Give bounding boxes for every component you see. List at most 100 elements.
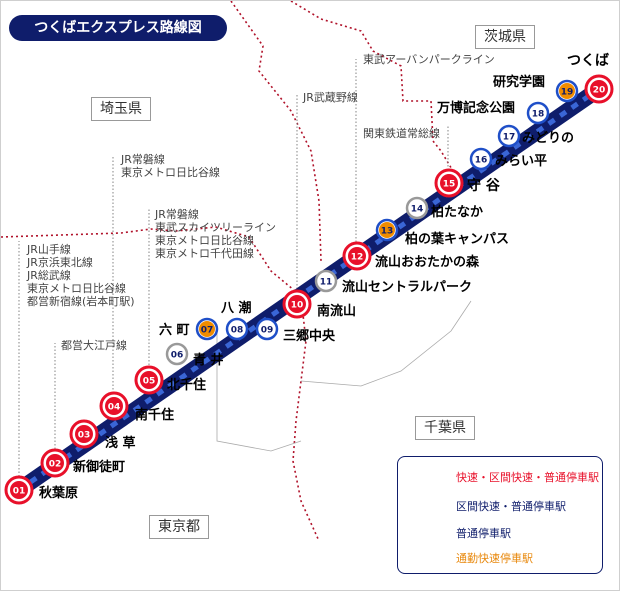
station-name-minamisenju[interactable]: 南千住 [135, 408, 175, 423]
transfer-line: 都営大江戸線 [61, 339, 127, 352]
station-marker-13[interactable]: 13 [375, 218, 399, 242]
station-ring [497, 124, 521, 148]
station-dot [105, 397, 123, 415]
administrative-borders [216, 300, 472, 452]
station-marker-05[interactable]: 05 [134, 365, 164, 395]
map-title: つくばエクスプレス路線図 [9, 15, 227, 41]
station-marker-02[interactable]: 02 [40, 448, 70, 478]
tx-line-dash [17, 86, 601, 493]
transfer-line: 都営新宿線(岩本町駅) [27, 295, 135, 308]
station-ring [225, 317, 249, 341]
station-name-moriya[interactable]: 守 谷 [467, 178, 500, 194]
station-number: 12 [351, 253, 364, 263]
station-marker-19[interactable]: 19 [555, 79, 579, 103]
station-name-asakusa[interactable]: 浅 草 [105, 436, 136, 451]
station-name-kenkyugakuen[interactable]: 研究学園 [493, 75, 546, 90]
station-marker-08[interactable]: 08 [225, 317, 249, 341]
station-name-yashio[interactable]: 八 潮 [221, 301, 252, 316]
transfer-line: 東京メトロ千代田線 [155, 247, 254, 260]
transfer-line: 東京メトロ日比谷線 [27, 282, 126, 295]
transfer-list-nagareyamaotakanomori: 東武アーバンパークライン [363, 53, 495, 66]
prefecture-boundaries [1, 1, 457, 542]
station-ring [314, 269, 338, 293]
border-tokyo-east [216, 331, 302, 452]
station-ring [165, 342, 189, 366]
boundary-ibaraki [290, 1, 457, 177]
station-dot [440, 174, 458, 192]
station-marker-06[interactable]: 06 [165, 342, 189, 366]
legend-row-commuter: 通勤快速停車駅 [408, 546, 598, 568]
transfer-line: JR常磐線 [155, 208, 199, 221]
station-number: 16 [475, 156, 488, 166]
station-marker-11[interactable]: 11 [314, 269, 338, 293]
station-marker-14[interactable]: 14 [405, 196, 429, 220]
legend-row-local: 普通停車駅 [408, 521, 598, 543]
station-name-kashiwatanaka[interactable]: 柏たなか [431, 205, 484, 220]
station-dot [199, 321, 215, 337]
transfer-line: JR武蔵野線 [303, 91, 358, 104]
station-marker-03[interactable]: 03 [69, 419, 99, 449]
station-number: 13 [381, 227, 394, 237]
station-name-miraidaira[interactable]: みらい平 [495, 154, 548, 169]
transfer-list-minaminagareyama: JR武蔵野線 [303, 91, 358, 104]
transfer-line: JR山手線 [27, 243, 71, 256]
border-chiba-south [300, 300, 472, 387]
station-name-midorino[interactable]: みどりの [522, 131, 575, 146]
station-marker-15[interactable]: 15 [434, 168, 464, 198]
station-number: 17 [503, 133, 516, 143]
station-dot [46, 454, 64, 472]
prefecture-label-ibaraki: 茨城県 [475, 25, 535, 49]
station-marker-12[interactable]: 12 [342, 241, 372, 271]
station-name-nagareyamacentralpark[interactable]: 流山セントラルパーク [342, 280, 473, 295]
station-name-akihabara[interactable]: 秋葉原 [39, 486, 79, 501]
station-number: 01 [13, 487, 26, 497]
transfer-line: 東京メトロ日比谷線 [121, 166, 220, 179]
station-dot [590, 80, 608, 98]
legend-label: 通勤快速停車駅 [456, 552, 533, 565]
station-name-aoi[interactable]: 青 井 [193, 353, 224, 368]
station-number: 07 [201, 326, 214, 336]
transfer-line: JR総武線 [27, 269, 71, 282]
station-marker-20[interactable]: 20 [584, 74, 614, 104]
transfer-line: 関東鉄道常総線 [363, 127, 440, 140]
station-number: 20 [593, 86, 606, 96]
station-ring [469, 147, 493, 171]
station-name-shinokachimachi[interactable]: 新御徒町 [73, 460, 126, 475]
station-name-minaminagareyama[interactable]: 南流山 [317, 304, 357, 319]
station-name-tsukuba[interactable]: つくば [567, 53, 609, 69]
station-name-bampakukinenkoen[interactable]: 万博記念公園 [437, 101, 516, 116]
station-marker-10[interactable]: 10 [282, 289, 312, 319]
station-name-kashiwanohacampus[interactable]: 柏の葉キャンパス [405, 232, 510, 247]
boundary-saitama-tokyo [1, 226, 307, 302]
station-dot [288, 295, 306, 313]
station-marker-16[interactable]: 16 [469, 147, 493, 171]
station-number: 06 [171, 351, 184, 361]
transfer-line: JR京浜東北線 [27, 256, 93, 269]
prefecture-label-saitama: 埼玉県 [91, 97, 151, 121]
station-dot [379, 222, 395, 238]
station-number: 05 [143, 377, 156, 387]
prefecture-label-tokyo: 東京都 [149, 515, 209, 539]
station-number: 14 [411, 205, 424, 215]
station-name-misatochuo[interactable]: 三郷中央 [283, 329, 336, 344]
station-marker-18[interactable]: 18 [526, 101, 550, 125]
station-marker-04[interactable]: 04 [99, 391, 129, 421]
station-marker-17[interactable]: 17 [497, 124, 521, 148]
station-dot [140, 371, 158, 389]
station-marker-01[interactable]: 01 [4, 475, 34, 505]
station-dot [348, 247, 366, 265]
station-name-nagareyamaotakanomori[interactable]: 流山おおたかの森 [375, 255, 480, 270]
station-marker-07[interactable]: 07 [195, 317, 219, 341]
transfer-list-akihabara: JR山手線 JR京浜東北線 JR総武線 東京メトロ日比谷線 都営新宿線(岩本町駅… [27, 243, 135, 308]
legend-label: 区間快速・普通停車駅 [456, 500, 566, 513]
station-name-rokucho[interactable]: 六 町 [159, 323, 190, 338]
station-number: 02 [49, 460, 62, 470]
station-marker-09[interactable]: 09 [255, 317, 279, 341]
prefecture-label-chiba: 千葉県 [415, 416, 475, 440]
station-number: 08 [231, 326, 244, 336]
station-name-kitasenju[interactable]: 北千住 [167, 378, 207, 393]
station-dot [559, 83, 575, 99]
transfer-list-kitasenju: JR常磐線 東武スカイツリーライン 東京メトロ日比谷線 東京メトロ千代田線 [155, 208, 276, 260]
